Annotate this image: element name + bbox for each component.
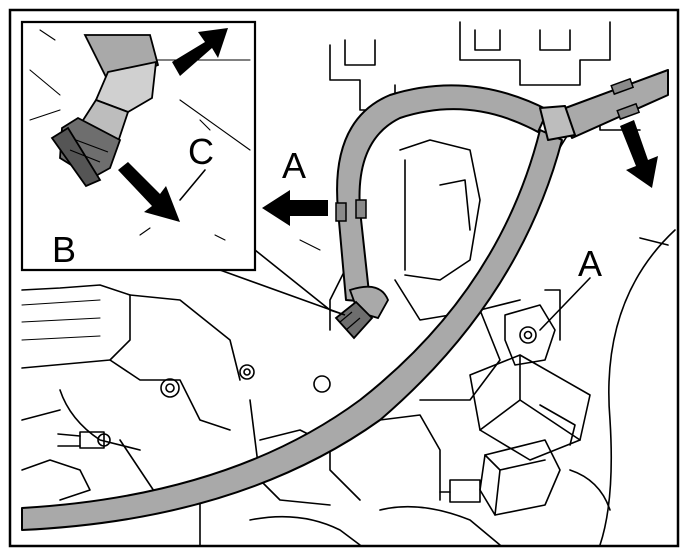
callout-c: C	[188, 131, 214, 172]
hose-clip	[610, 77, 635, 96]
callout-a-lower: A	[578, 243, 602, 284]
detail-inset	[20, 20, 346, 316]
fuel-hose-assembly	[21, 69, 669, 531]
leader-line-a	[539, 277, 591, 331]
arrow-left-icon	[262, 190, 328, 226]
hose-clip	[616, 102, 641, 121]
arrow-down-right-icon	[620, 120, 658, 188]
hose-junction	[539, 105, 576, 141]
hose-clip	[355, 199, 367, 219]
main-hose-upper	[336, 84, 549, 303]
callout-b: B	[52, 229, 76, 270]
hose-clip	[335, 202, 347, 222]
quick-connector	[334, 285, 389, 340]
arrow-up-right-icon	[172, 28, 228, 76]
callout-a-upper: A	[282, 145, 306, 186]
main-hose-lower	[21, 129, 563, 531]
arrow-down-right-icon	[118, 162, 180, 222]
